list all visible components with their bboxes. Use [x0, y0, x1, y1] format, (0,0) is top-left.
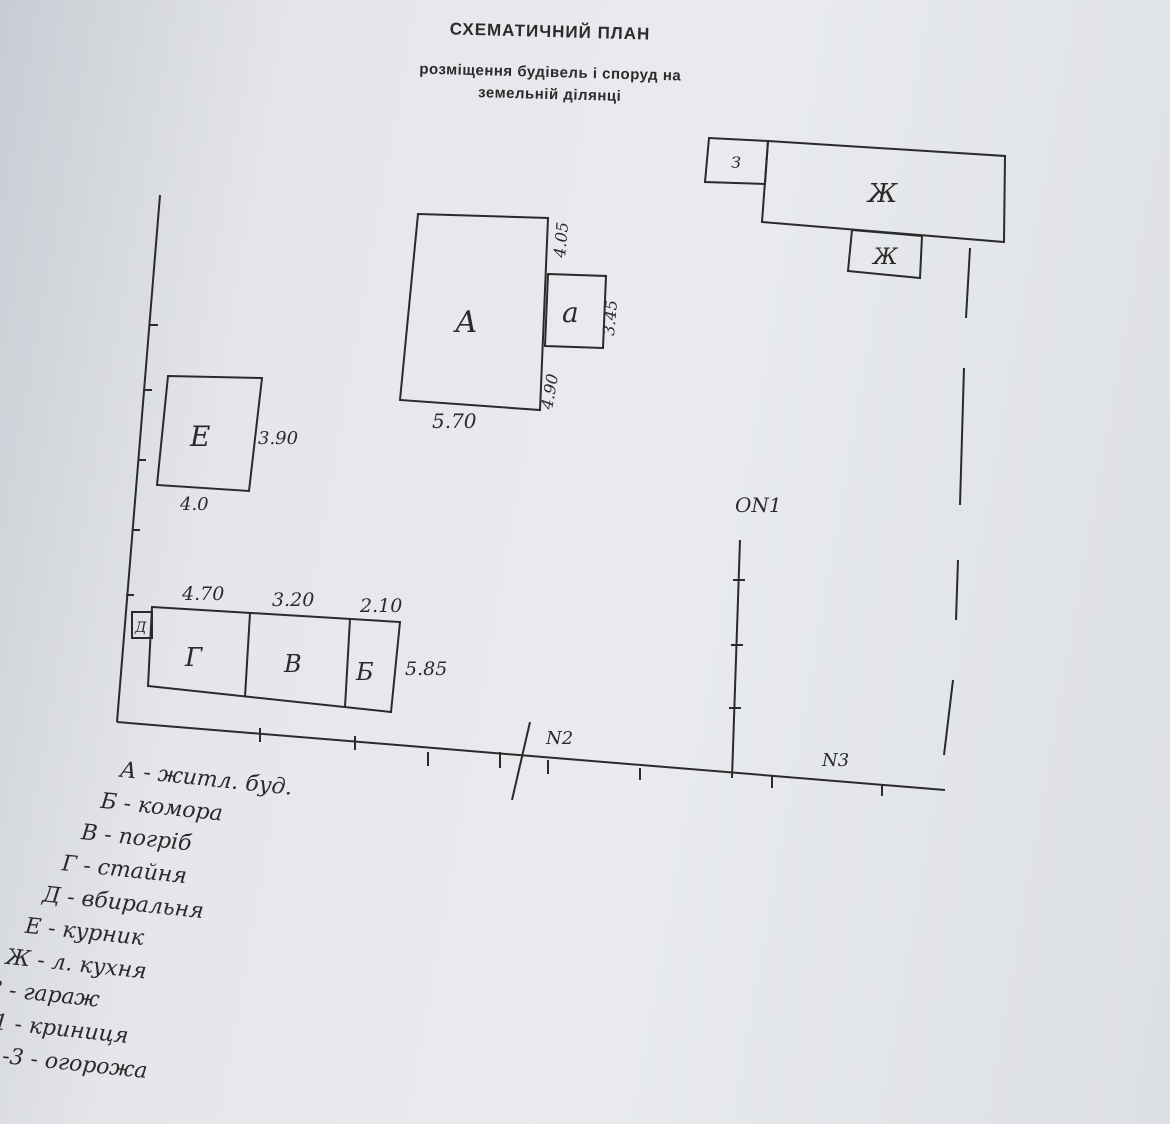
building-zh-small-letter: Ж [871, 245, 899, 270]
dim-a-porch: 3.45 [599, 299, 621, 336]
inner-fence [729, 539, 745, 779]
building-d [131, 611, 153, 639]
bottom-fence [116, 721, 946, 801]
building-a-letter: А [453, 305, 478, 340]
building-e [155, 374, 264, 493]
building-a [398, 212, 550, 412]
dim-b-width: 2.10 [359, 595, 402, 617]
dim-row-height: 5.85 [405, 658, 447, 680]
left-fence [116, 194, 161, 723]
building-zh-letter: Ж [866, 179, 898, 209]
dim-v-width: 3.20 [272, 589, 314, 611]
marker-n3: N3 [821, 750, 849, 771]
dim-g-width: 4.70 [181, 583, 224, 605]
building-g-letter: Г [184, 643, 203, 673]
marker-n1: ON1 [735, 493, 782, 517]
building-a-porch [543, 272, 608, 350]
building-e-letter: Е [189, 420, 210, 453]
right-fence [943, 247, 971, 756]
building-d-letter: Д [134, 620, 147, 636]
building-z-letter: З [731, 153, 741, 172]
dim-a-top-right: 4.05 [550, 221, 572, 259]
dim-a-width: 5.70 [432, 409, 477, 433]
building-b-letter: Б [355, 658, 374, 686]
building-a-porch-letter: а [562, 296, 579, 329]
divider-g-v [244, 612, 251, 698]
dim-e-side: 3.90 [258, 428, 298, 449]
building-v-letter: В [283, 650, 302, 678]
divider-v-b [344, 618, 351, 708]
marker-n2: N2 [545, 728, 573, 749]
building-zh [760, 139, 1007, 244]
building-zh-small [846, 228, 924, 280]
building-row [146, 605, 402, 714]
legend: А - житл. буд. Б - комора В - погріб Г -… [0, 745, 358, 1111]
dim-e-bottom: 4.0 [179, 494, 209, 515]
